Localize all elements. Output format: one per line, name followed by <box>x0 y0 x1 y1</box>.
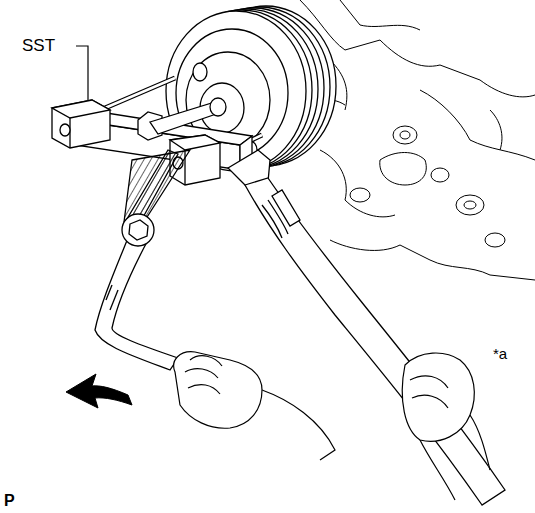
callout-label: *a <box>493 346 507 361</box>
tool-label: SST <box>22 37 55 54</box>
combination-wrench <box>95 214 178 370</box>
adjustable-wrench <box>228 150 505 505</box>
hands <box>174 352 490 500</box>
direction-arrow <box>66 374 132 408</box>
crankshaft-pulley <box>166 6 336 171</box>
engine-outline <box>300 0 535 280</box>
figure-mark: P <box>4 493 15 509</box>
special-service-tool <box>52 78 262 230</box>
leader-line <box>76 46 88 100</box>
